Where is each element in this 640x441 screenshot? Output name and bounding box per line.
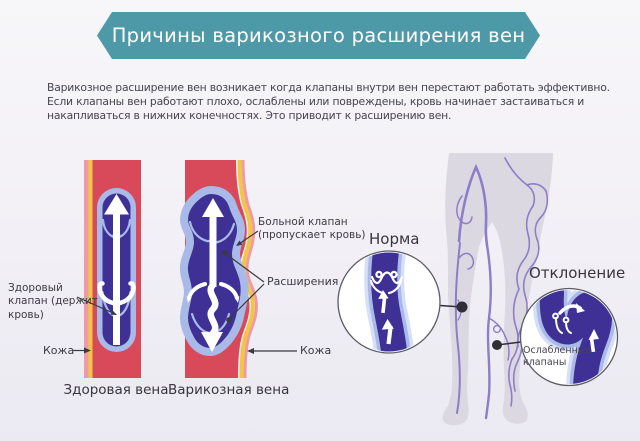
skin-outer-layer-varicose — [241, 159, 258, 379]
skin-label-right: Кожа — [300, 344, 332, 357]
varicose-vein-caption: Варикозная вена — [168, 382, 290, 398]
intro-paragraph: Варикозное расширение вен возникает когд… — [47, 81, 610, 123]
normal-vein-segment — [364, 252, 414, 352]
weakened-valve-leaflets — [552, 312, 572, 334]
normal-label: Норма — [369, 230, 420, 248]
deviation-label: Отклонение — [529, 264, 626, 282]
healthy-valve-label: Здоровый клапан (держит кровь) — [8, 282, 98, 321]
varicose-vein-diagram — [179, 159, 258, 379]
healthy-vein-caption: Здоровая вена — [63, 382, 169, 398]
healthy-flow-arrow — [97, 194, 136, 345]
page-title: Причины варикозного расширения вен — [111, 24, 526, 47]
legs-silhouette — [442, 153, 553, 426]
skin-outer-layer — [84, 160, 89, 378]
callout-lines — [73, 230, 297, 354]
sick-valve-label: Больной клапан (пропускает кровь) — [258, 216, 366, 242]
leg-vein-network — [454, 157, 549, 420]
deviation-flow-arrows — [558, 303, 599, 353]
normal-flow-arrows — [378, 290, 394, 345]
expansions-label: Расширения — [267, 275, 339, 288]
ribbon-banner: Причины варикозного расширения вен — [97, 12, 540, 59]
skin-layer — [88, 160, 93, 378]
magnifier-connectors — [439, 301, 522, 350]
skin-label-left: Кожа — [43, 344, 75, 357]
healthy-vein-diagram — [84, 160, 141, 378]
normal-valve-magnifier — [337, 250, 441, 354]
varicose-flow-arrow — [186, 198, 240, 352]
deviation-valve-magnifier — [519, 287, 619, 387]
weakened-valves-label: Ослабленные клапаны — [523, 345, 592, 369]
